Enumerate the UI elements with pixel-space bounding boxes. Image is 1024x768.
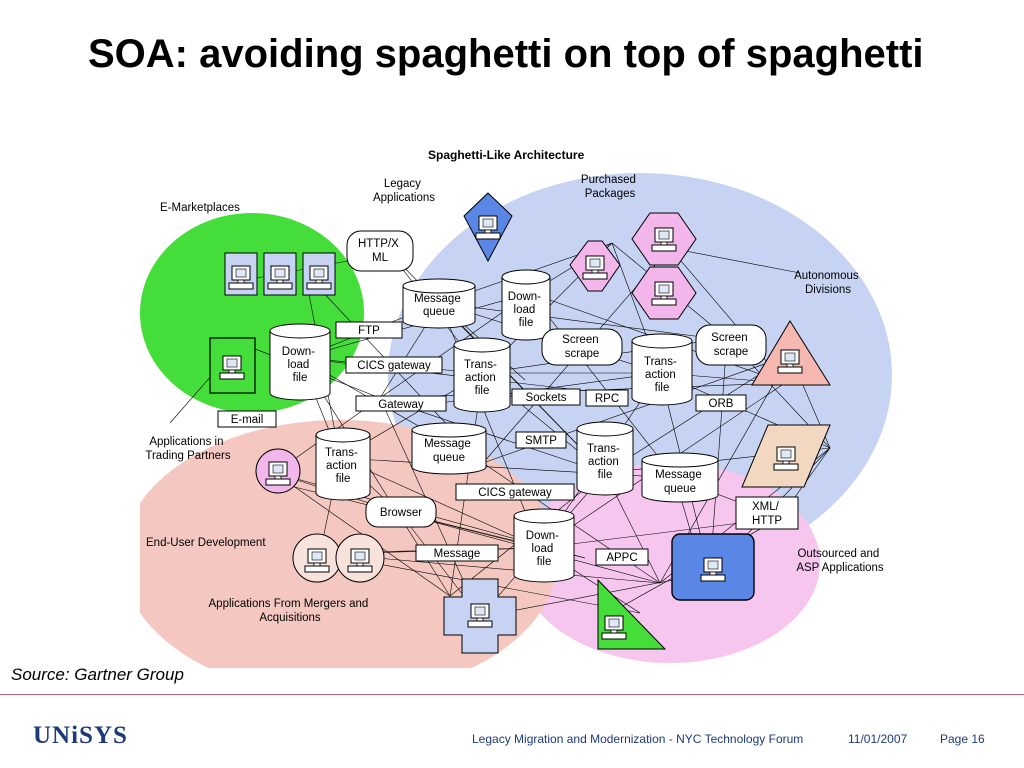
e-marketplace-node-3	[302, 252, 336, 296]
unisys-logo: UNiSYS	[33, 722, 128, 749]
footer-date: 11/01/2007	[848, 732, 908, 746]
svg-text:Screen scrape: Screen scrape	[711, 332, 751, 358]
legacy-application-node	[463, 192, 513, 263]
purchased-package-node-3	[631, 266, 697, 320]
svg-text:Down- load file: Down- load file	[508, 291, 544, 329]
box-smtp: SMTP	[515, 431, 567, 449]
box-message: Message	[415, 544, 499, 562]
e-marketplace-node-1	[224, 252, 258, 296]
svg-text:Sockets: Sockets	[526, 392, 567, 404]
label-trading-partners: Applications in Trading Partners	[145, 436, 230, 462]
outsourced-parallelogram-node	[741, 424, 831, 488]
svg-text:Down- load file: Down- load file	[526, 530, 562, 568]
svg-text:XML/ HTTP: XML/ HTTP	[752, 501, 782, 527]
box-email: E-mail	[217, 410, 277, 428]
cylinder-transaction-1: Trans- action file	[453, 337, 511, 413]
cylinder-transaction-2: Trans- action file	[631, 333, 693, 406]
http-xml-node: HTTP/X ML	[346, 230, 414, 272]
diagram-heading: Spaghetti-Like Architecture	[428, 148, 585, 162]
cylinder-download-2: Down- load file	[269, 323, 331, 401]
box-ftp: FTP	[335, 321, 403, 339]
e-marketplace-node-4	[209, 337, 256, 394]
svg-text:Message queue: Message queue	[424, 438, 474, 464]
trading-partner-node	[255, 448, 301, 494]
spaghetti-architecture-diagram: Spaghetti-Like Architecture E-Marketplac…	[140, 143, 900, 668]
box-cics-gateway-1: CICS gateway	[345, 356, 443, 374]
svg-text:Browser: Browser	[380, 507, 422, 519]
cylinder-message-queue-3: Message queue	[641, 452, 719, 503]
cylinder-transaction-4: Trans- action file	[576, 421, 634, 496]
cylinder-message-queue-1: Message queue	[402, 278, 476, 329]
e-marketplace-node-2	[263, 252, 297, 296]
svg-text:E-mail: E-mail	[231, 414, 264, 426]
purchased-package-node-1	[569, 240, 621, 292]
svg-text:CICS gateway: CICS gateway	[478, 487, 552, 499]
cylinder-message-queue-2: Message queue	[411, 422, 487, 475]
autonomous-division-node	[751, 320, 831, 386]
screen-scrape-node-2: Screen scrape	[695, 324, 767, 366]
label-e-marketplaces: E-Marketplaces	[160, 202, 240, 214]
slide-title: SOA: avoiding spaghetti on top of spaghe…	[88, 32, 924, 76]
outsourced-triangle-node	[597, 578, 667, 650]
footer-event-text: Legacy Migration and Modernization - NYC…	[472, 732, 804, 746]
label-legacy-applications: Legacy Applications	[373, 178, 435, 204]
svg-text:Trans- action file: Trans- action file	[644, 356, 680, 394]
box-gateway: Gateway	[355, 395, 447, 412]
box-appc: APPC	[595, 548, 649, 566]
cylinder-download-1: Down- load file	[501, 269, 551, 341]
outsourced-asp-node	[671, 533, 755, 601]
browser-node: Browser	[365, 496, 437, 528]
label-autonomous-divisions: Autonomous Divisions	[794, 270, 862, 296]
end-user-node-2	[335, 533, 385, 583]
box-cics-gateway-2: CICS gateway	[455, 483, 575, 501]
screen-scrape-node-1: Screen scrape	[541, 328, 623, 366]
cylinder-transaction-3: Trans- action file	[315, 427, 371, 501]
svg-text:Trans- action file: Trans- action file	[325, 447, 361, 485]
svg-text:Message: Message	[434, 548, 481, 560]
purchased-package-node-2	[631, 212, 697, 266]
svg-text:Down- load file: Down- load file	[282, 346, 318, 384]
svg-text:ORB: ORB	[709, 398, 734, 410]
cylinder-download-3: Down- load file	[513, 508, 575, 583]
box-orb: ORB	[695, 394, 747, 412]
svg-text:APPC: APPC	[606, 552, 637, 564]
footer-divider	[0, 694, 1024, 695]
svg-text:FTP: FTP	[358, 325, 380, 337]
merger-node	[443, 578, 517, 654]
end-user-node-1	[292, 533, 342, 583]
label-mergers-acquisitions: Applications From Mergers and Acquisitio…	[209, 598, 372, 624]
svg-text:CICS gateway: CICS gateway	[357, 360, 431, 372]
label-purchased-packages: Purchased Packages	[581, 174, 639, 200]
svg-text:Message queue: Message queue	[655, 469, 705, 495]
svg-text:Trans- action file: Trans- action file	[587, 443, 623, 481]
svg-text:Message queue: Message queue	[414, 293, 464, 318]
source-caption: Source: Gartner Group	[11, 665, 184, 684]
svg-text:SMTP: SMTP	[525, 435, 557, 447]
svg-text:Gateway: Gateway	[378, 399, 424, 411]
svg-text:Trans- action file: Trans- action file	[464, 359, 500, 397]
box-sockets: Sockets	[511, 388, 581, 406]
svg-text:Screen scrape: Screen scrape	[562, 334, 602, 360]
label-end-user-development: End-User Development	[146, 537, 266, 549]
svg-text:RPC: RPC	[595, 393, 619, 405]
label-outsourced-asp: Outsourced and ASP Applications	[796, 548, 884, 574]
svg-text:HTTP/X ML: HTTP/X ML	[358, 238, 402, 264]
box-rpc: RPC	[585, 389, 629, 407]
footer-page-number: Page 16	[940, 732, 985, 746]
box-xml-http: XML/ HTTP	[735, 496, 799, 530]
